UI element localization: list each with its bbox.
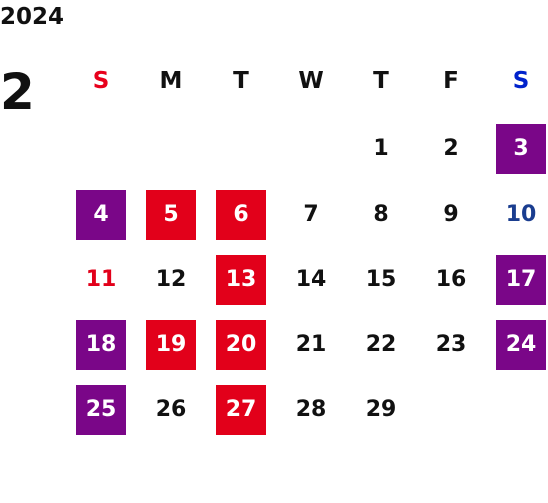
day-cell[interactable]: 16 [435,267,467,292]
day-cell[interactable]: 22 [365,332,397,357]
day-cell[interactable]: 4 [76,190,126,240]
day-cell[interactable]: 19 [146,320,196,370]
day-cell[interactable]: 9 [443,202,459,227]
day-cell[interactable]: 21 [295,332,327,357]
day-cell[interactable]: 15 [365,267,397,292]
day-cell[interactable]: 3 [496,124,546,174]
day-cell[interactable]: 27 [216,385,266,435]
day-cell[interactable]: 18 [76,320,126,370]
day-cell[interactable]: 28 [295,397,327,422]
weekday-header: S [512,68,530,94]
weekday-header: M [159,68,183,94]
day-cell[interactable]: 13 [216,255,266,305]
day-cell[interactable]: 20 [216,320,266,370]
day-cell[interactable]: 29 [365,397,397,422]
day-cell[interactable]: 17 [496,255,546,305]
day-cell[interactable]: 12 [155,267,187,292]
day-cell[interactable]: 14 [295,267,327,292]
day-cell[interactable]: 8 [373,202,389,227]
weekday-header: W [298,68,324,94]
day-cell[interactable]: 1 [373,136,389,161]
day-cell[interactable]: 5 [146,190,196,240]
day-cell[interactable]: 25 [76,385,126,435]
year-label: 2024 [0,4,65,30]
day-cell[interactable]: 24 [496,320,546,370]
day-cell[interactable]: 6 [216,190,266,240]
day-cell[interactable]: 11 [85,267,117,292]
weekday-header: T [373,68,389,94]
month-number: 2 [0,63,35,121]
day-cell[interactable]: 2 [443,136,459,161]
weekday-header: T [233,68,249,94]
day-cell[interactable]: 7 [303,202,319,227]
day-cell[interactable]: 10 [505,202,537,227]
day-cell[interactable]: 23 [435,332,467,357]
weekday-header: S [92,68,110,94]
weekday-header: F [443,68,459,94]
day-cell[interactable]: 26 [155,397,187,422]
